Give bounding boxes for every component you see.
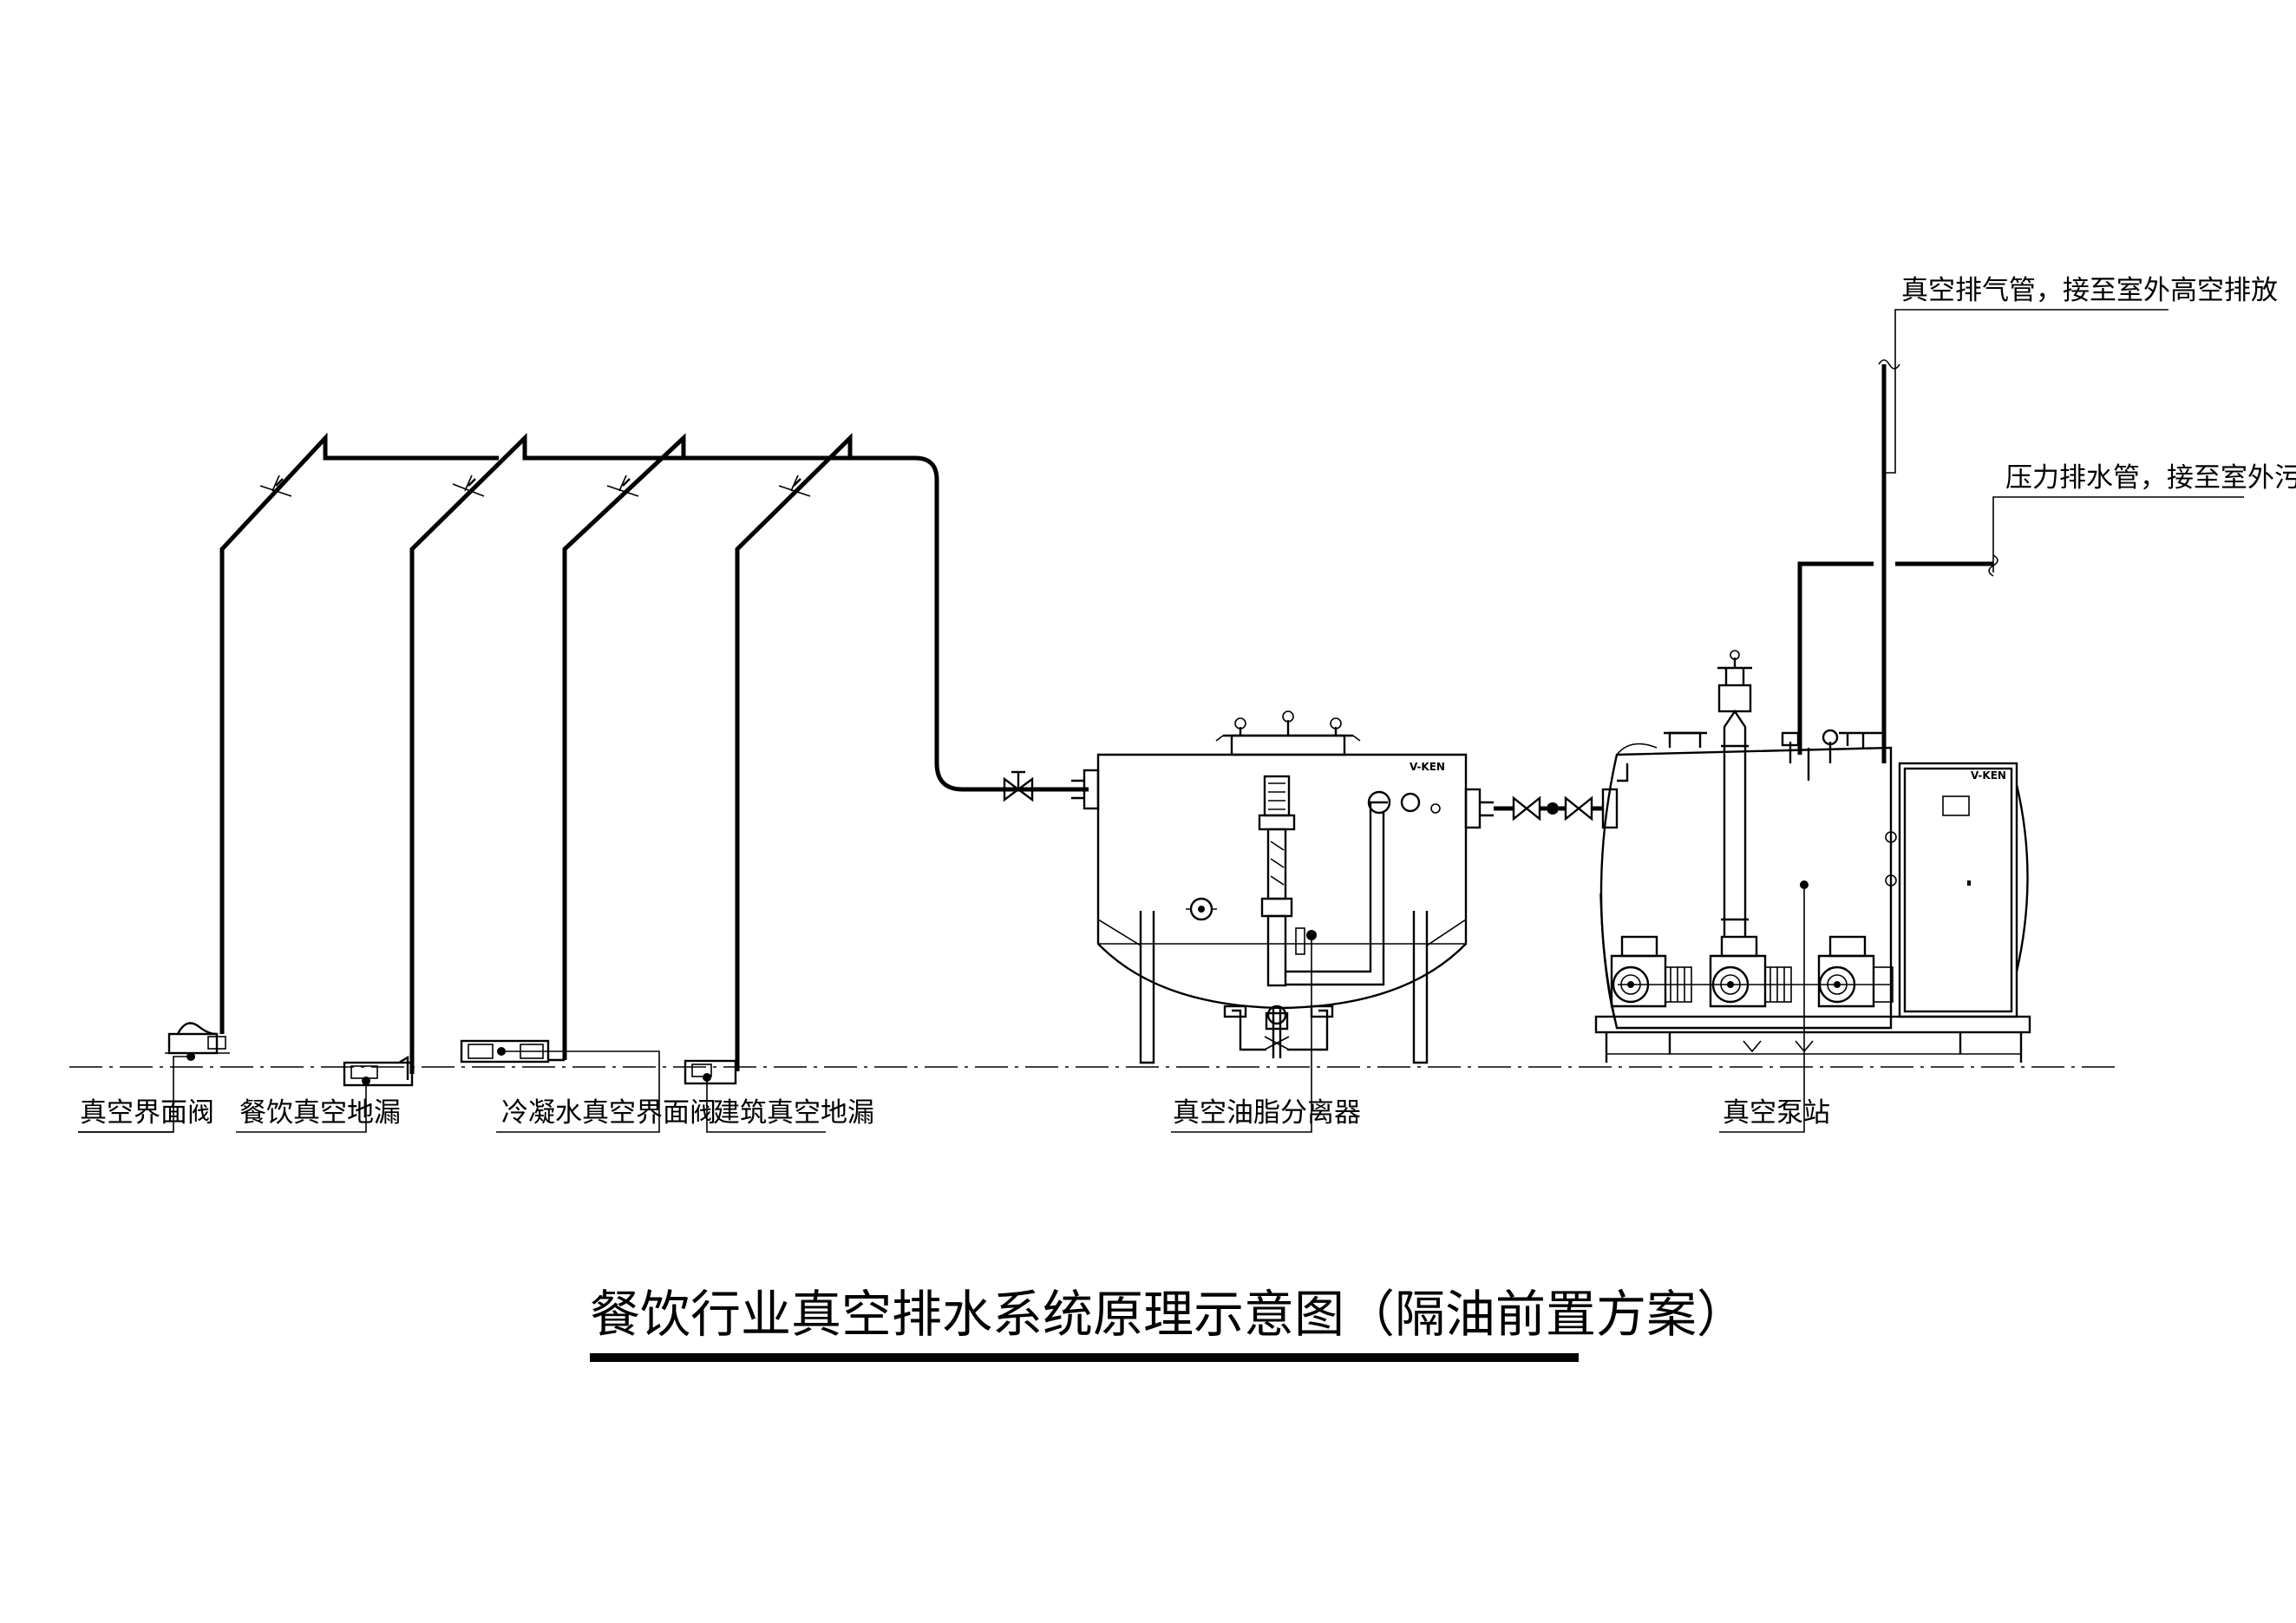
vacuum-pump-1 [1610,935,1692,1008]
building-floor-drain-device [684,1059,737,1085]
label-condensate-interface-valve: 冷凝水真空界面阀 [501,1097,716,1129]
vacuum-pump-2 [1709,935,1792,1008]
grease-separator: V-KEN [1071,710,1494,1064]
label-vacuum-interface-valve: 真空界面阀 [80,1097,214,1129]
title-underline [590,1353,1579,1362]
catering-floor-drain-device [343,1055,414,1087]
label-exhaust-pipe: 真空排气管，接至室外高空排放 [1901,275,2278,306]
vacuum-pump-station: V-KEN [1594,650,2031,1063]
label-building-floor-drain: 建筑真空地漏 [713,1097,874,1129]
label-grease-separator: 真空油脂分离器 [1173,1097,1361,1129]
riser-check-marks [275,478,801,487]
separator-brand: V-KEN [1410,761,1445,773]
riser-pipe-2 [409,433,685,1074]
diagram-title: 餐饮行业真空排水系统原理示意图（隔油前置方案） [590,1285,1747,1344]
inlet-gate-valve [1003,770,1084,802]
separator-outlet-pipe [1494,788,1619,829]
pressure-drain-pipe [1797,554,1998,755]
leader-lines [78,309,2244,1133]
label-catering-floor-drain: 餐饮真空地漏 [239,1097,401,1129]
vacuum-interface-valve-device [165,1022,230,1061]
vacuum-exhaust-pipe [1878,359,1900,763]
label-pressure-drain-pipe: 压力排水管，接至室外污水井 [2005,462,2296,494]
riser-pipe-3 [562,433,848,1060]
vacuum-pump-3 [1817,935,1894,1008]
riser-pipe-1 [219,432,499,1034]
label-pump-station: 真空泵站 [1723,1097,1830,1129]
riser-pipe-4 [735,433,1089,1071]
cabinet-brand: V-KEN [1971,769,2006,782]
